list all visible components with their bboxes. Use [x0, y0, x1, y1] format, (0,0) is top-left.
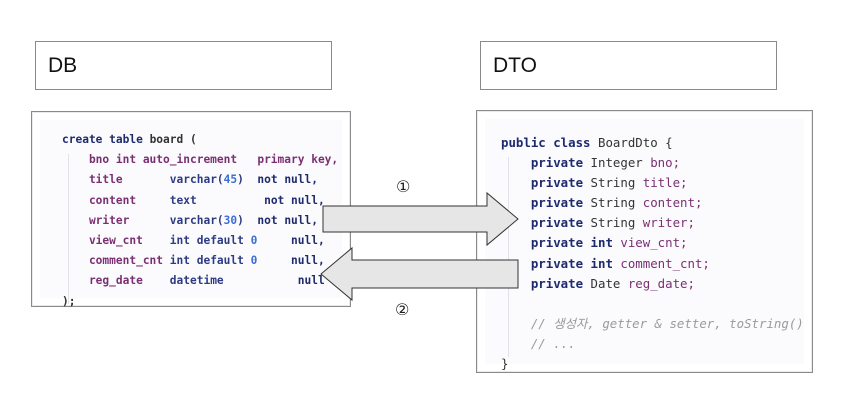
sql-code-token: not null, — [264, 193, 325, 207]
sql-code-background: create table board ( bno int auto_increm… — [40, 120, 342, 308]
sql-code-token: title — [62, 173, 170, 187]
sql-code-token: int default — [169, 254, 251, 268]
step-2-label: ② — [395, 300, 410, 319]
java-indent-guide — [508, 157, 509, 357]
sql-code-token: datetime — [169, 274, 224, 288]
java-code-line: private Date reg_date; — [501, 274, 804, 294]
sql-code-token: null, — [257, 234, 325, 248]
java-code-token: // 생성자, getter & setter, toString() — [501, 315, 804, 331]
sql-code-line: reg_date datetime null — [62, 271, 338, 291]
java-code-line: } — [501, 354, 804, 374]
sql-code-token: ) — [237, 173, 258, 187]
java-code-token: bno; — [650, 155, 681, 171]
sql-code-token: view_cnt — [62, 234, 170, 248]
dto-title-box: DTO — [480, 41, 777, 90]
java-code-line: private Integer bno; — [501, 153, 804, 173]
java-code-token: } — [501, 356, 509, 372]
sql-code-token: ); — [62, 294, 76, 308]
step-1-label: ① — [396, 177, 411, 196]
sql-code-token: board ( — [149, 133, 197, 146]
java-code-line: // ... — [501, 334, 804, 354]
sql-code-line: content text not null, — [62, 191, 338, 211]
sql-code-token: not null, — [257, 213, 318, 227]
java-code-token: String — [590, 215, 643, 231]
java-code-token: comment_cnt; — [620, 255, 710, 271]
java-dto-class-code: public class BoardDto { private Integer … — [501, 133, 804, 374]
sql-code-token: null, — [257, 254, 325, 268]
java-code-token: private — [501, 175, 591, 191]
java-code-line: private String writer; — [501, 213, 804, 233]
java-code-token: private — [501, 255, 591, 271]
db-title-box: DB — [35, 41, 332, 90]
java-code-token: private — [501, 155, 591, 171]
java-code-token: int — [590, 255, 621, 271]
backward-arrow — [320, 246, 519, 302]
sql-code-token: varchar( — [169, 213, 224, 227]
sql-create-table-code: create table board ( bno int auto_increm… — [62, 130, 338, 312]
sql-code-token: 0 — [250, 234, 258, 248]
forward-arrow — [322, 191, 519, 247]
sql-code-line: ); — [62, 292, 338, 312]
java-code-token: private — [501, 195, 591, 211]
java-code-token: content; — [642, 195, 703, 211]
java-code-token: private — [501, 275, 591, 291]
java-code-background: public class BoardDto { private Integer … — [485, 119, 804, 371]
sql-code-token: content — [62, 193, 170, 207]
java-code-line: // 생성자, getter & setter, toString() — [501, 314, 804, 334]
sql-code-line: create table board ( — [62, 130, 338, 150]
sql-code-token: null — [223, 274, 325, 288]
sql-code-token: varchar( — [169, 173, 224, 187]
java-code-token: BoardDto { — [597, 135, 673, 150]
java-code-token: private — [501, 215, 591, 231]
java-code-token: // ... — [501, 335, 576, 351]
java-code-token: private — [501, 235, 591, 251]
java-code-token: Date — [590, 275, 628, 291]
java-code-line: private String content; — [501, 193, 804, 213]
java-code-token: writer; — [642, 215, 695, 231]
sql-code-line: title varchar(45) not null, — [62, 170, 338, 190]
sql-indent-guide — [68, 154, 69, 304]
sql-code-token: reg_date — [62, 274, 170, 288]
dto-title-label: DTO — [493, 53, 537, 77]
java-code-line: private int comment_cnt; — [501, 254, 804, 274]
sql-code-token: ) — [237, 213, 258, 227]
java-code-token: public class — [501, 135, 598, 150]
java-code-line: private int view_cnt; — [501, 233, 804, 253]
sql-code-line: writer varchar(30) not null, — [62, 211, 338, 231]
java-code-token: Integer — [590, 155, 651, 171]
sql-code-token: text — [169, 193, 265, 207]
java-code-token: reg_date; — [627, 275, 695, 291]
sql-code-token: 30 — [223, 213, 238, 227]
sql-code-panel: create table board ( bno int auto_increm… — [31, 111, 351, 308]
java-code-token: int — [590, 235, 621, 251]
sql-code-token: 45 — [223, 173, 238, 187]
java-code-token: title; — [642, 175, 688, 191]
sql-code-token: create table — [62, 133, 150, 146]
java-code-panel: public class BoardDto { private Integer … — [476, 110, 813, 373]
db-title-label: DB — [48, 53, 78, 77]
sql-code-line: comment_cnt int default 0 null, — [62, 251, 338, 271]
sql-code-token: comment_cnt — [62, 254, 170, 268]
java-code-token: String — [590, 195, 643, 211]
sql-code-token: writer — [62, 213, 170, 227]
sql-code-token: not null, — [257, 173, 318, 187]
sql-code-token: bno int auto_increment primary key, — [62, 153, 339, 167]
sql-code-token: 0 — [250, 254, 258, 268]
java-code-token: view_cnt; — [620, 235, 688, 251]
sql-code-line: bno int auto_increment primary key, — [62, 150, 338, 170]
java-code-line: public class BoardDto { — [501, 133, 804, 153]
sql-code-line: view_cnt int default 0 null, — [62, 231, 338, 251]
sql-code-token: int default — [169, 234, 251, 248]
java-code-line: private String title; — [501, 173, 804, 193]
java-code-token: String — [590, 175, 643, 191]
